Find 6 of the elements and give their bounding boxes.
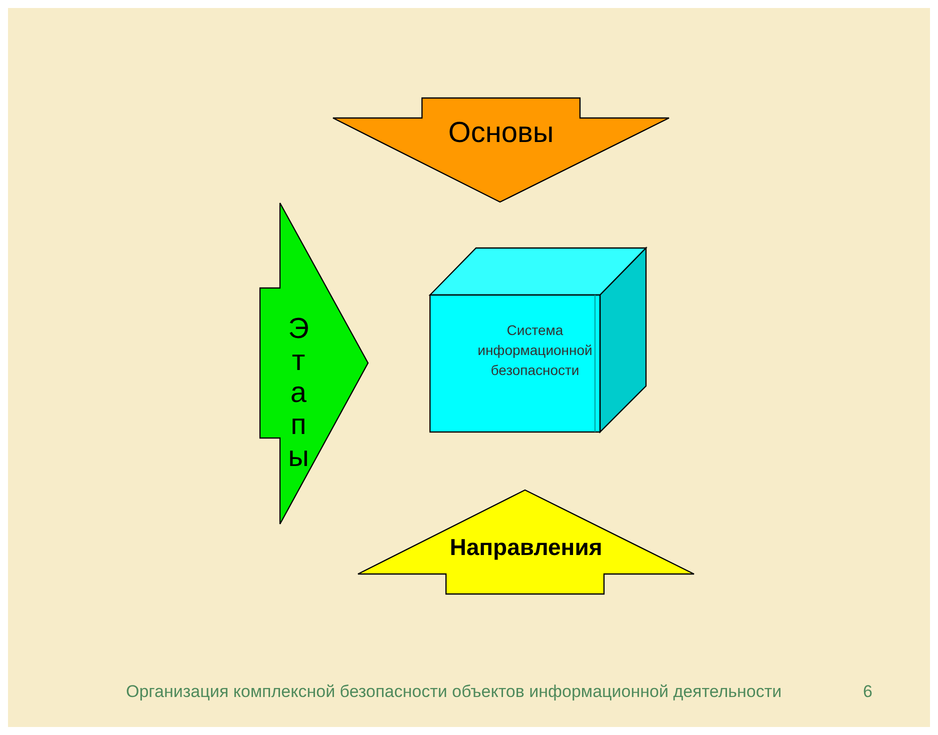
page-number: 6 xyxy=(863,681,872,703)
arrow-label: Основы xyxy=(447,116,555,151)
footer-text: Организация комплексной безопасности объектов информационной деятельности xyxy=(126,681,782,703)
arrow-label: Направления xyxy=(448,533,604,561)
cube-label: Система информационной безопасности xyxy=(476,321,594,380)
arrow-label: Этапы xyxy=(287,314,310,474)
